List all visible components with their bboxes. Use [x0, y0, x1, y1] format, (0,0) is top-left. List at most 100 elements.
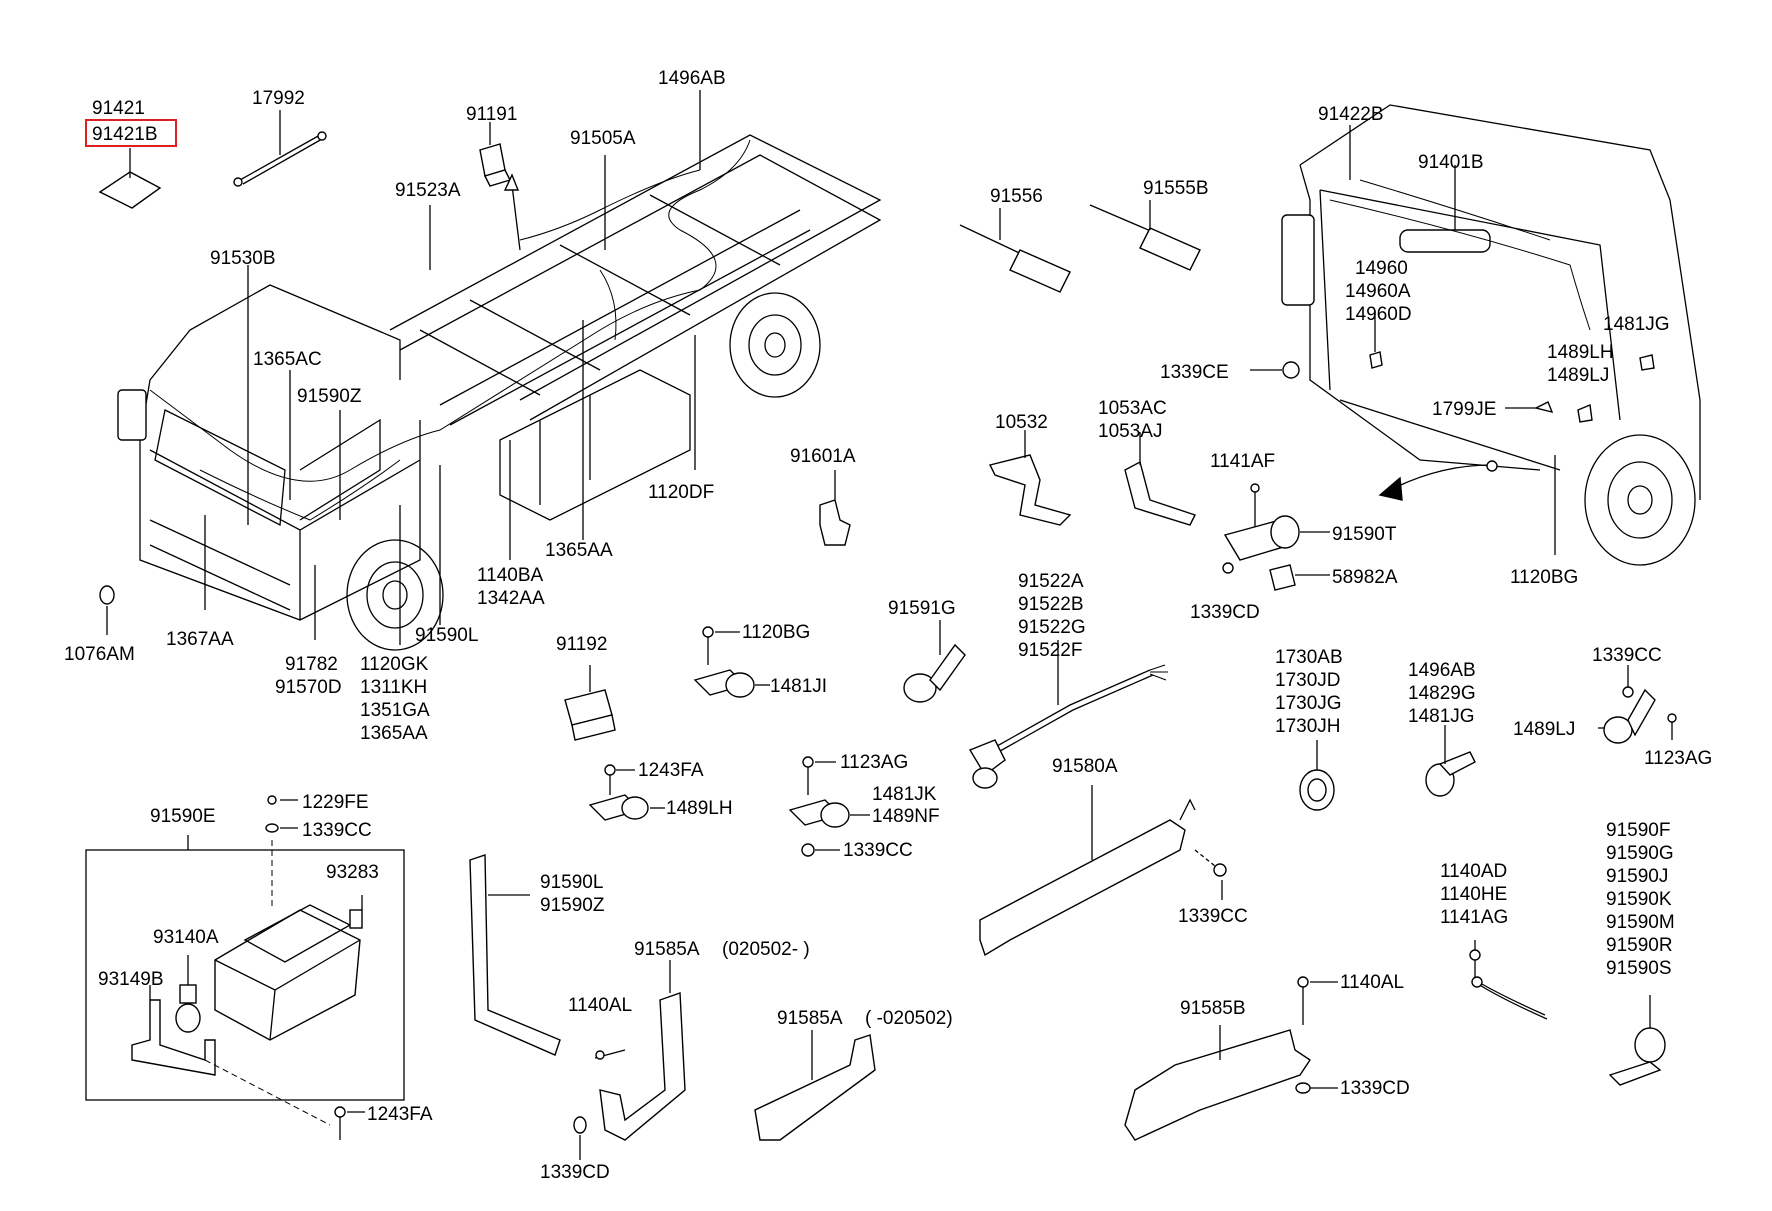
label-14960[interactable]: 14960 — [1355, 258, 1408, 279]
label-1053AC[interactable]: 1053AC — [1098, 398, 1167, 419]
label-91505A[interactable]: 91505A — [570, 128, 636, 149]
part-1730AB-grommet[interactable] — [1299, 740, 1335, 811]
part-1339CE-nut[interactable] — [1282, 361, 1300, 379]
label-1730JH[interactable]: 1730JH — [1275, 716, 1341, 737]
label-91523A[interactable]: 91523A — [395, 180, 461, 201]
part-91591G-clamp[interactable] — [903, 620, 966, 703]
label-1481JI[interactable]: 1481JI — [770, 676, 827, 697]
label-1339CC[interactable]: 1339CC — [1592, 645, 1662, 666]
label-91590Z[interactable]: 91590Z — [297, 386, 362, 407]
label-91591G[interactable]: 91591G — [888, 598, 956, 619]
label-1339CC-d[interactable]: 1339CC — [302, 820, 372, 841]
label-91585A[interactable]: 91585A — [634, 939, 700, 960]
label-93149B[interactable]: 93149B — [98, 969, 164, 990]
part-91590T-clamp[interactable] — [1222, 483, 1330, 591]
label-1367AA[interactable]: 1367AA — [166, 629, 234, 650]
label-93140A[interactable]: 93140A — [153, 927, 219, 948]
label-1489NF[interactable]: 1489NF — [872, 806, 940, 827]
label-91590R[interactable]: 91590R — [1606, 935, 1673, 956]
part-1140AD-wire[interactable] — [1469, 940, 1548, 1020]
label-1339CE[interactable]: 1339CE — [1160, 362, 1229, 383]
label-1140AD[interactable]: 1140AD — [1440, 861, 1507, 882]
part-91192-grommet[interactable] — [564, 665, 616, 741]
label-1120GK[interactable]: 1120GK — [360, 654, 429, 675]
part-1243FA-screw[interactable] — [334, 1106, 346, 1118]
label-1120BG[interactable]: 1120BG — [1510, 567, 1578, 588]
label-93283[interactable]: 93283 — [326, 862, 379, 883]
label-1730AB[interactable]: 1730AB — [1275, 647, 1343, 668]
part-91522A-cable[interactable] — [968, 640, 1168, 789]
part-1481JG-clip[interactable] — [1639, 354, 1655, 371]
label-1140AL[interactable]: 1140AL — [568, 995, 632, 1016]
label-91585A-date-old[interactable]: ( -020502) — [865, 1008, 953, 1029]
label-1141AF[interactable]: 1141AF — [1210, 451, 1275, 472]
label-17992[interactable]: 17992 — [252, 88, 305, 109]
label-1489LH-b[interactable]: 1489LH — [666, 798, 733, 819]
label-91401B[interactable]: 91401B — [1418, 152, 1484, 173]
part-93149B-bracket[interactable] — [131, 985, 216, 1076]
label-1481JG-b[interactable]: 1481JG — [1408, 706, 1475, 727]
part-91590L-bracket[interactable] — [469, 854, 561, 1056]
label-91782[interactable]: 91782 — [285, 654, 338, 675]
label-91590K[interactable]: 91590K — [1606, 889, 1672, 910]
label-91191[interactable]: 91191 — [466, 104, 517, 125]
label-91590E[interactable]: 91590E — [150, 806, 216, 827]
label-91556[interactable]: 91556 — [990, 186, 1043, 207]
label-91585A-date-new[interactable]: (020502- ) — [722, 939, 810, 960]
label-1311KH[interactable]: 1311KH — [360, 677, 427, 698]
label-91590Z-b[interactable]: 91590Z — [540, 895, 605, 916]
label-91590M[interactable]: 91590M — [1606, 912, 1675, 933]
label-1243FA-b[interactable]: 1243FA — [367, 1104, 433, 1125]
part-91590F-clamp[interactable] — [1608, 995, 1666, 1086]
label-1496AB[interactable]: 1496AB — [658, 68, 726, 89]
part-1481JK-clamp[interactable] — [788, 756, 870, 857]
label-1351GA[interactable]: 1351GA — [360, 700, 430, 721]
part-91585A-bracket-old[interactable] — [754, 1030, 876, 1141]
part-93140A-sensor[interactable] — [175, 955, 201, 1033]
label-91590T[interactable]: 91590T — [1332, 524, 1397, 545]
part-91585A-bracket-new[interactable] — [573, 960, 686, 1160]
label-1140HE[interactable]: 1140HE — [1440, 884, 1507, 905]
label-1489LH[interactable]: 1489LH — [1547, 342, 1614, 363]
label-1229FE[interactable]: 1229FE — [302, 792, 369, 813]
label-1140BA[interactable]: 1140BA — [477, 565, 544, 586]
label-1496AB-b[interactable]: 1496AB — [1408, 660, 1476, 681]
label-91522G[interactable]: 91522G — [1018, 617, 1086, 638]
part-91601A-clip[interactable] — [819, 499, 851, 546]
label-1120BG-b[interactable]: 1120BG — [742, 622, 810, 643]
label-91555B[interactable]: 91555B — [1143, 178, 1209, 199]
label-91522A[interactable]: 91522A — [1018, 571, 1084, 592]
label-1365AA[interactable]: 1365AA — [545, 540, 613, 561]
part-91555B-connector[interactable] — [1089, 200, 1201, 271]
part-1229FE-screw[interactable] — [267, 795, 277, 805]
label-1076AM[interactable]: 1076AM — [64, 644, 135, 665]
part-10532-bracket[interactable] — [988, 454, 1072, 526]
part-93283-module[interactable] — [214, 895, 363, 1041]
label-1339CD-b[interactable]: 1339CD — [540, 1162, 610, 1183]
label-1489LJ-b[interactable]: 1489LJ — [1513, 719, 1575, 740]
label-91421B[interactable]: 91421B — [92, 124, 158, 145]
part-1799JE-clip[interactable] — [1533, 401, 1554, 414]
label-91421[interactable]: 91421 — [92, 98, 145, 119]
part-1076AM-plug[interactable] — [99, 585, 115, 605]
label-91580A[interactable]: 91580A — [1052, 756, 1118, 777]
label-14960A[interactable]: 14960A — [1345, 281, 1411, 302]
label-91585A-b[interactable]: 91585A — [777, 1008, 843, 1029]
label-1141AG[interactable]: 1141AG — [1440, 907, 1508, 928]
label-91522B[interactable]: 91522B — [1018, 594, 1084, 615]
label-1120DF[interactable]: 1120DF — [648, 482, 714, 503]
label-58982A[interactable]: 58982A — [1332, 567, 1398, 588]
label-1481JG[interactable]: 1481JG — [1603, 314, 1670, 335]
part-1481JI-clamp[interactable] — [693, 626, 770, 698]
label-1243FA[interactable]: 1243FA — [638, 760, 704, 781]
part-91421-sheet[interactable] — [98, 171, 162, 209]
part-91191-grommet[interactable] — [479, 122, 521, 251]
label-1339CD[interactable]: 1339CD — [1190, 602, 1260, 623]
label-1053AJ[interactable]: 1053AJ — [1098, 421, 1162, 442]
label-91570D[interactable]: 91570D — [275, 677, 342, 698]
part-91585B-cover[interactable] — [1124, 976, 1338, 1141]
label-1339CC-b[interactable]: 1339CC — [843, 840, 913, 861]
label-14960D[interactable]: 14960D — [1345, 304, 1412, 325]
label-1342AA[interactable]: 1342AA — [477, 588, 545, 609]
part-1489LJ-clip[interactable] — [1577, 404, 1593, 423]
